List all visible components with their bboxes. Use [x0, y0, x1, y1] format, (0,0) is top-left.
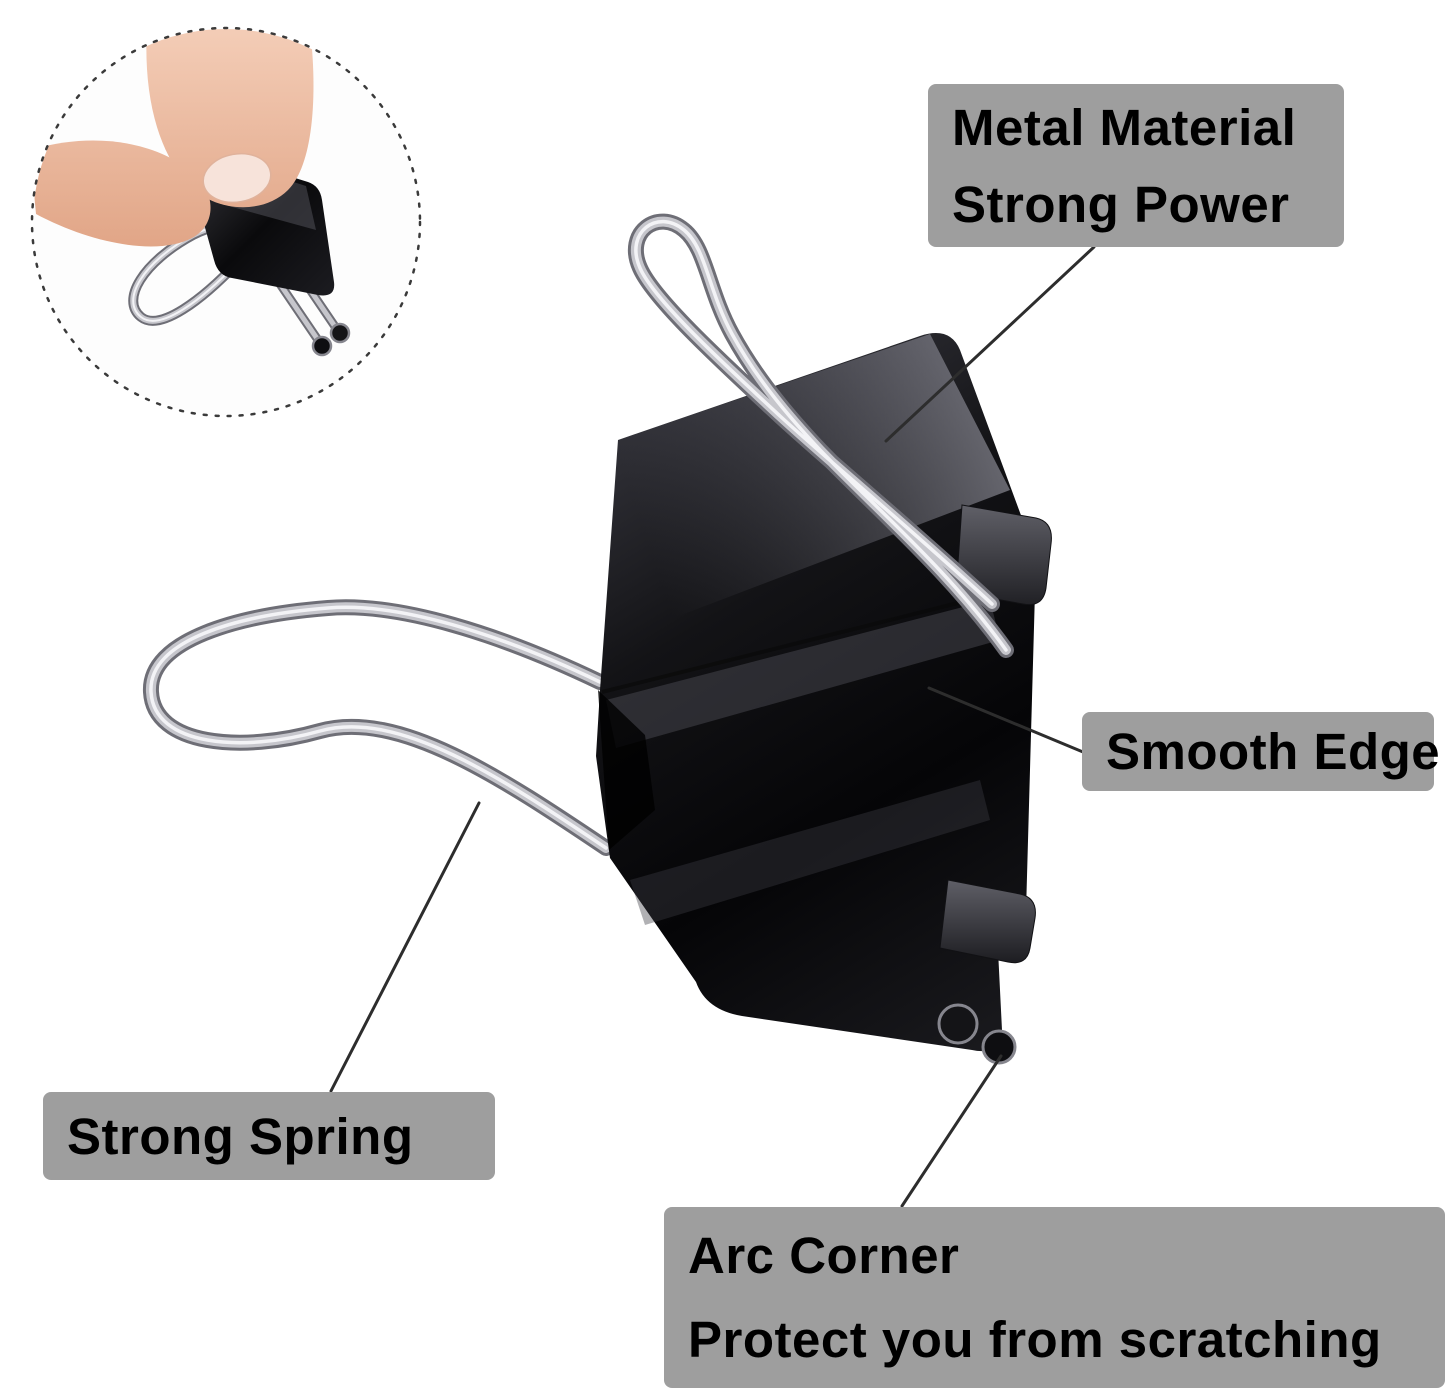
pinch-demo-inset: [30, 26, 422, 418]
callout-line: Protect you from scratching: [688, 1310, 1382, 1368]
callout-line: Smooth Edge: [1106, 723, 1441, 780]
leader-line-strong-spring: [329, 801, 481, 1093]
leader-line-arc-corner: [900, 1054, 1003, 1208]
callout-arc-corner: Arc Corner Protect you from scratching: [664, 1207, 1445, 1388]
clip-streak: [630, 780, 990, 925]
clip-top-face-highlight: [618, 334, 1010, 625]
spring-wire-handle: [143, 599, 614, 856]
callout-line: Strong Spring: [67, 1107, 414, 1165]
callout-smooth-edge: Smooth Edge: [1082, 712, 1441, 791]
fingernail: [202, 152, 272, 204]
arc-corner-tube-end: [937, 1003, 979, 1045]
leader-line-smooth-edge: [927, 686, 1085, 754]
clip-edge-line: [601, 592, 995, 694]
clip-rolled-lip-lower: [939, 879, 1036, 964]
binder-clip-illustration: [143, 213, 1052, 1065]
leader-line-metal-material: [884, 245, 1096, 443]
callout-line: Metal Material: [952, 98, 1297, 156]
callout-strong-spring: Strong Spring: [43, 1092, 495, 1180]
callout-metal-material: Metal Material Strong Power: [928, 84, 1344, 247]
clip-streak: [606, 600, 1000, 748]
clip-rolled-lip-upper: [955, 504, 1052, 606]
arc-corner-tube-end: [981, 1029, 1017, 1065]
clip-mouth-shadow: [598, 690, 655, 850]
pinch-demo-photo: [33, 29, 419, 415]
callout-line: Arc Corner: [688, 1226, 960, 1284]
folded-wire-handle: [627, 213, 1014, 658]
inset-dashed-circle: [30, 26, 422, 418]
callout-line: Strong Power: [952, 175, 1290, 233]
leader-lines: [329, 245, 1096, 1208]
fingers-icon: [33, 29, 314, 247]
